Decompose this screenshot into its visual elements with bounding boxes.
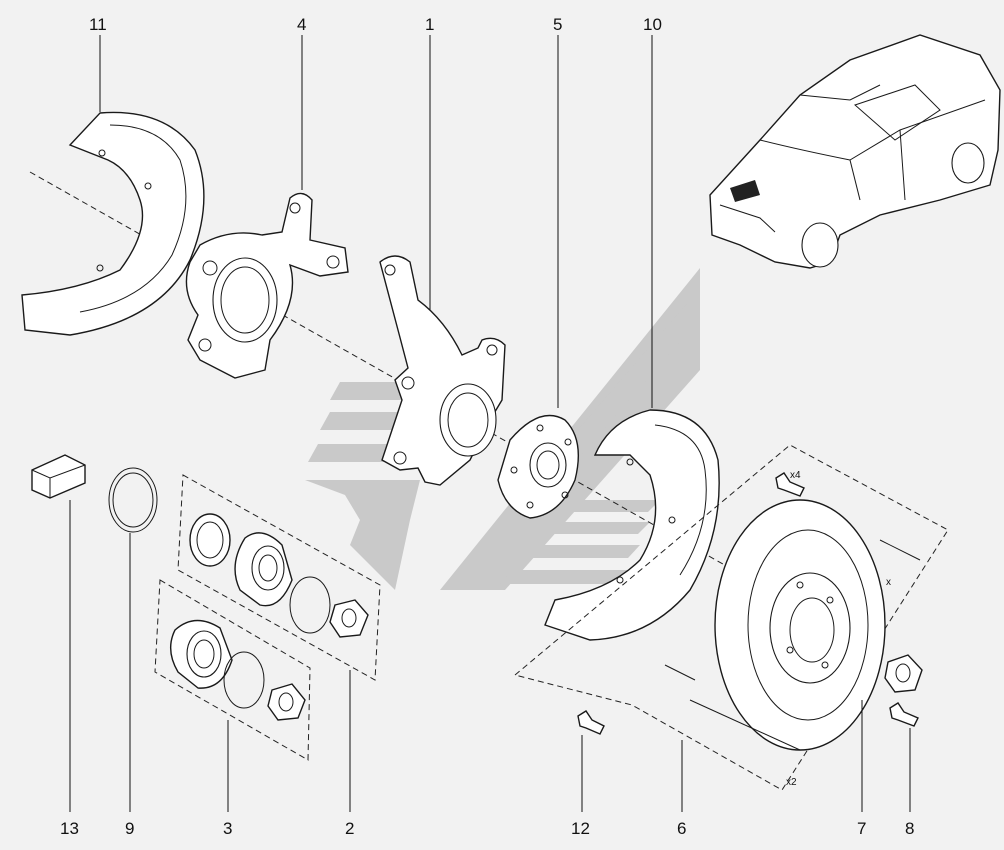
callout-3: 3	[223, 819, 232, 838]
dust-shield-left	[21, 111, 205, 336]
qty-label-x4: x4	[790, 470, 801, 481]
bearing-kit-2	[189, 513, 369, 638]
steering-knuckle-right	[379, 255, 506, 486]
callout-6: 6	[677, 819, 686, 838]
callout-9: 9	[125, 819, 134, 838]
dimension-label-x: x	[886, 577, 891, 588]
callout-12: 12	[571, 819, 590, 838]
hub-nut	[884, 654, 923, 693]
callout-2: 2	[345, 819, 354, 838]
screw-12	[577, 710, 605, 735]
circlip	[108, 467, 158, 533]
leader-lines	[69, 35, 911, 812]
brake-disc	[664, 499, 921, 751]
dust-shield-right	[544, 409, 720, 641]
disc-bolt-x4	[775, 472, 805, 497]
callout-5: 5	[553, 15, 562, 34]
callout-1: 1	[425, 15, 434, 34]
bearing-kit-3	[170, 619, 306, 721]
kit-box-3	[154, 579, 311, 761]
qty-label-x2: x2	[786, 777, 797, 788]
wheel-hub	[497, 414, 580, 519]
callout-8: 8	[905, 819, 914, 838]
steering-knuckle-left	[185, 192, 349, 379]
callout-11: 11	[89, 15, 107, 34]
kit-box-2	[177, 474, 381, 681]
vehicle-illustration	[709, 34, 1001, 269]
callout-7: 7	[857, 819, 866, 838]
callout-10: 10	[643, 15, 662, 34]
callout-4: 4	[297, 15, 306, 34]
bolt-8	[889, 702, 919, 727]
callout-13: 13	[60, 819, 79, 838]
grease-box	[31, 454, 86, 499]
